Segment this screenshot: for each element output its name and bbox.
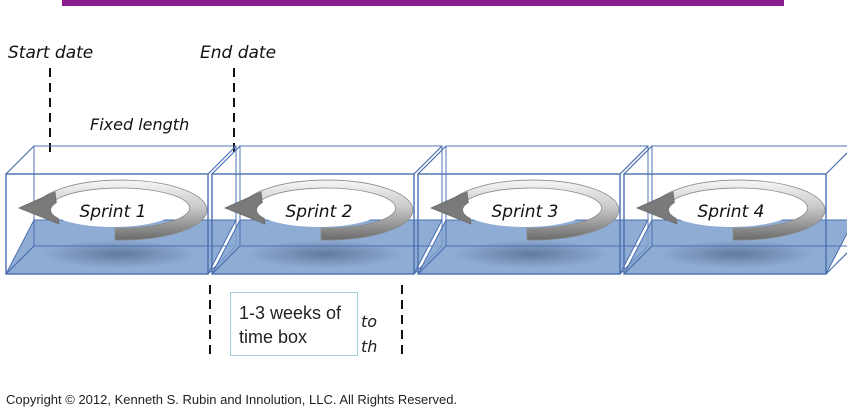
sprint-box-edge <box>825 152 847 175</box>
sprint-box-shadow <box>453 240 609 268</box>
sprint-box-edge <box>619 145 649 175</box>
sprint-box-4: Sprint 4 <box>623 145 847 275</box>
timebox-callout-line2: time box <box>239 327 308 347</box>
end-date-label: End date <box>200 43 276 63</box>
sprint-box-edge <box>413 145 443 175</box>
sprint-box-edge <box>211 145 241 175</box>
sprint-label-background <box>669 193 793 227</box>
sprint-box-shadow <box>41 240 197 268</box>
sprint-box-edge <box>211 245 241 275</box>
sprint-box-2: Sprint 2 <box>211 145 443 275</box>
sprint-box-back-face <box>239 145 443 247</box>
sprint-box-edge <box>5 145 35 175</box>
sprint-box-shadow <box>247 240 403 268</box>
sprint-box-edge <box>825 252 847 275</box>
sprint-cycle-arrow <box>240 179 414 241</box>
timebox-callout: 1-3 weeks of time box <box>230 292 358 356</box>
sprint-box-back-face <box>651 145 847 247</box>
sprint-box-front-face <box>211 173 415 275</box>
sprint-label: Sprint 3 <box>492 202 559 222</box>
sprint-label: Sprint 1 <box>80 202 147 222</box>
start-date-label: Start date <box>8 43 93 63</box>
sprint-box-edge <box>5 245 35 275</box>
sprint-box-front-face <box>623 173 827 275</box>
sprint-box-edge <box>417 245 447 275</box>
sprint-cycle-arrow <box>652 179 826 241</box>
sprint-box-1: Sprint 1 <box>5 145 237 275</box>
hidden-text-fragment-bottom: th <box>361 337 378 356</box>
sprint-box-shadow <box>659 240 815 268</box>
sprint-label-background <box>463 193 587 227</box>
sprint-box-edge <box>623 145 653 175</box>
sprint-label: Sprint 4 <box>698 202 765 222</box>
sprint-cycle-arrow <box>446 179 620 241</box>
sprint-label-background <box>51 193 175 227</box>
sprint-box-edge <box>207 145 237 175</box>
sprint-box-back-face <box>33 145 237 247</box>
hidden-text-fragment-top: to <box>361 312 378 331</box>
sprint-label-background <box>257 193 381 227</box>
sprint-boxes: Sprint 1 Sprint 2 Sprint 3 Sprint 4 <box>5 145 847 275</box>
sprint-box-back-face <box>445 145 649 247</box>
fixed-length-label: Fixed length <box>90 115 189 134</box>
sprint-box-3: Sprint 3 <box>417 145 649 275</box>
copyright-footer: Copyright © 2012, Kenneth S. Rubin and I… <box>6 392 458 407</box>
timebox-callout-line1: 1-3 weeks of <box>239 303 342 323</box>
sprint-box-edge <box>623 245 653 275</box>
top-accent-bar <box>62 0 784 6</box>
sprint-label: Sprint 2 <box>286 202 353 222</box>
sprint-box-edge <box>417 145 447 175</box>
sprint-box-front-face <box>417 173 621 275</box>
sprint-cycle-arrow <box>34 179 208 241</box>
sprint-box-front-face <box>5 173 209 275</box>
